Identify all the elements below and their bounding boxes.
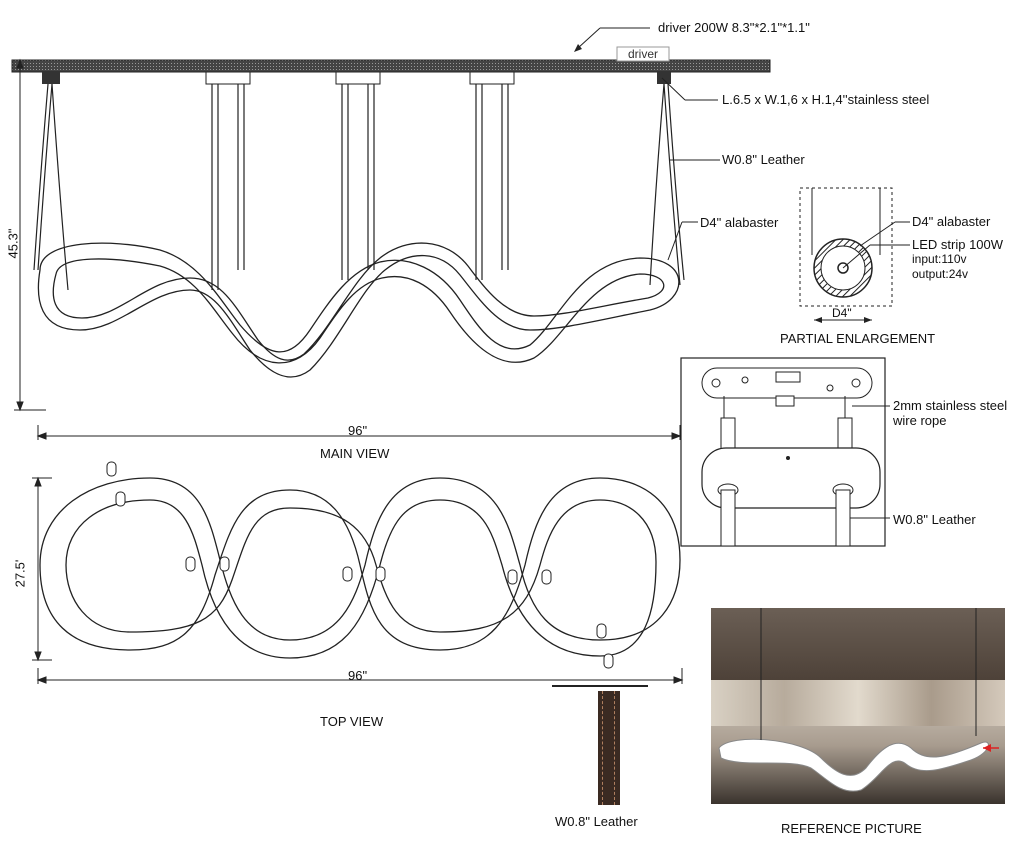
- driver-box: [616, 46, 670, 62]
- main-view-title: MAIN VIEW: [320, 446, 390, 461]
- width-label-top: 96": [348, 668, 368, 683]
- suspension-rods: [211, 84, 509, 290]
- partial-enlargement: [799, 187, 910, 323]
- wire-rope-label-2: wire rope: [893, 413, 947, 428]
- driver-box-label: driver: [628, 47, 659, 61]
- height-dimension: [14, 58, 46, 412]
- leather-label-main: W0.8" Leather: [722, 152, 805, 167]
- top-view-title: TOP VIEW: [320, 714, 384, 729]
- canopy: [42, 72, 60, 84]
- alabaster-label-main: D4" alabaster: [700, 215, 779, 230]
- alabaster-leader-main: [667, 221, 683, 261]
- detail-leather-label: W0.8" Leather: [893, 512, 976, 527]
- top-view-tube: [39, 477, 681, 659]
- reference-picture-caption: REFERENCE PICTURE: [781, 821, 922, 836]
- alabaster-tube-main: [37, 242, 680, 378]
- enlargement-led-label: LED strip 100W: [912, 237, 1004, 252]
- leather-sample-image: [598, 691, 620, 805]
- canopy-leader: [661, 77, 686, 101]
- height-dimension-label: 45.3": [5, 228, 21, 259]
- canopy: [469, 71, 515, 85]
- enlargement-input-label: input:110v: [912, 252, 967, 266]
- enlargement-output-label: output:24v: [912, 267, 969, 281]
- canopy-spec-label: L.6.5 x W.1,6 x H.1,4''stainless steel: [722, 92, 930, 107]
- canopy: [205, 71, 251, 85]
- width-dimension-main: [36, 425, 682, 440]
- width-label-main: 96": [348, 423, 368, 438]
- enlargement-diameter-label: D4": [832, 306, 852, 320]
- canopy: [335, 71, 381, 85]
- depth-dimension-label: 27.5': [12, 559, 28, 588]
- detail-box: [680, 357, 890, 547]
- leather-straps: [33, 83, 685, 291]
- canopy: [657, 72, 671, 84]
- top-view-hangers: [106, 461, 614, 669]
- driver-spec-label: driver 200W 8.3"*2.1"*1.1": [658, 20, 810, 35]
- enlargement-title: PARTIAL ENLARGEMENT: [780, 331, 936, 346]
- width-dimension-top: [36, 668, 684, 684]
- ceiling-rail: [11, 59, 771, 73]
- enlargement-alabaster-label: D4" alabaster: [912, 214, 991, 229]
- wire-rope-label-1: 2mm stainless steel: [893, 398, 1008, 413]
- reference-picture: [711, 608, 1005, 804]
- leather-sample-caption: W0.8" Leather: [555, 814, 638, 829]
- depth-dimension-top: [32, 476, 52, 662]
